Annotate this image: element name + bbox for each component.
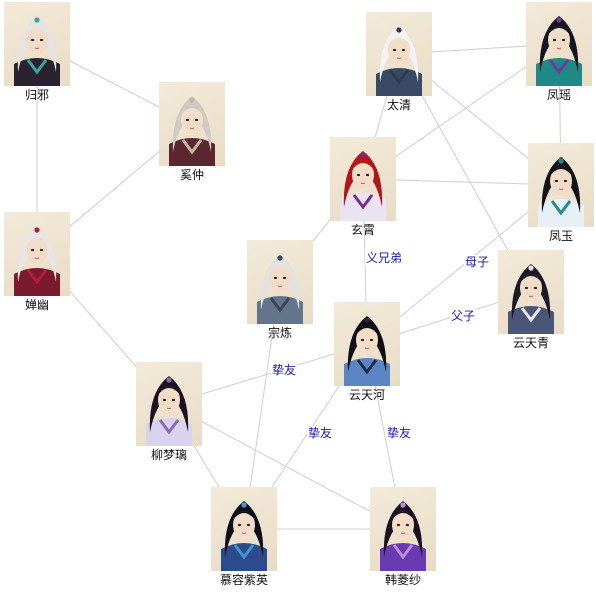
character-node-taiqing[interactable]: 太清 — [364, 12, 434, 112]
character-name: 云天河 — [348, 388, 385, 402]
character-portrait — [136, 362, 202, 446]
character-name: 韩菱纱 — [384, 573, 421, 587]
character-node-zonglian[interactable]: 宗炼 — [245, 240, 315, 340]
portrait-figure — [536, 16, 582, 86]
character-portrait — [366, 12, 432, 96]
character-portrait — [4, 2, 70, 86]
character-node-hanlingsha[interactable]: 韩菱纱 — [368, 487, 438, 587]
character-portrait — [526, 2, 592, 86]
character-node-xizhong[interactable]: 奚仲 — [157, 82, 227, 182]
character-portrait — [159, 82, 225, 166]
portrait-figure — [14, 16, 60, 86]
character-portrait — [247, 240, 313, 324]
portrait-figure — [146, 376, 192, 446]
character-portrait — [334, 302, 400, 386]
character-name: 宗炼 — [267, 326, 292, 340]
character-portrait — [498, 250, 564, 334]
character-name: 云天青 — [512, 336, 549, 350]
character-portrait — [4, 212, 70, 296]
character-name: 慕容紫英 — [219, 573, 268, 587]
character-node-fengyao[interactable]: 凤瑶 — [524, 2, 594, 102]
portrait-figure — [169, 96, 215, 166]
relation-label-yixiongdi: 义兄弟 — [365, 251, 404, 265]
character-name: 太清 — [386, 98, 411, 112]
portrait-figure — [340, 151, 386, 221]
character-name: 奚仲 — [179, 168, 204, 182]
relation-label-fuzi: 父子 — [450, 309, 477, 323]
portrait-figure — [221, 501, 267, 571]
character-node-guixie[interactable]: 归邪 — [2, 2, 72, 102]
relation-label-zhiyou-murongziying: 挚友 — [307, 426, 334, 440]
character-node-liumengli[interactable]: 柳梦璃 — [134, 362, 204, 462]
portrait-figure — [344, 316, 390, 386]
relation-label-muzi: 母子 — [464, 255, 491, 269]
character-portrait — [211, 487, 277, 571]
portrait-figure — [380, 501, 426, 571]
relation-label-zhiyou-hanlingsha: 挚友 — [386, 426, 413, 440]
character-name: 柳梦璃 — [150, 448, 187, 462]
portrait-figure — [376, 26, 422, 96]
character-node-yuntianqing[interactable]: 云天青 — [496, 250, 566, 350]
character-portrait — [528, 143, 594, 227]
portrait-figure — [538, 157, 584, 227]
portrait-figure — [257, 254, 303, 324]
character-node-yuntianhe[interactable]: 云天河 — [332, 302, 402, 402]
character-portrait — [370, 487, 436, 571]
character-portrait — [330, 137, 396, 221]
character-node-murongziying[interactable]: 慕容紫英 — [209, 487, 279, 587]
relation-label-zhiyou-liumengli: 挚友 — [271, 363, 298, 377]
character-name: 归邪 — [24, 88, 49, 102]
character-node-fengyu[interactable]: 凤玉 — [526, 143, 596, 243]
character-name: 玄霄 — [350, 223, 375, 237]
character-name: 凤瑶 — [546, 88, 571, 102]
edge-liumengli-hanlingsha — [168, 403, 404, 530]
character-name: 婵幽 — [24, 298, 49, 312]
character-node-chanyou[interactable]: 婵幽 — [2, 212, 72, 312]
portrait-figure — [14, 226, 60, 296]
portrait-figure — [508, 264, 554, 334]
character-name: 凤玉 — [548, 229, 573, 243]
character-node-xuanxiao[interactable]: 玄霄 — [328, 137, 398, 237]
